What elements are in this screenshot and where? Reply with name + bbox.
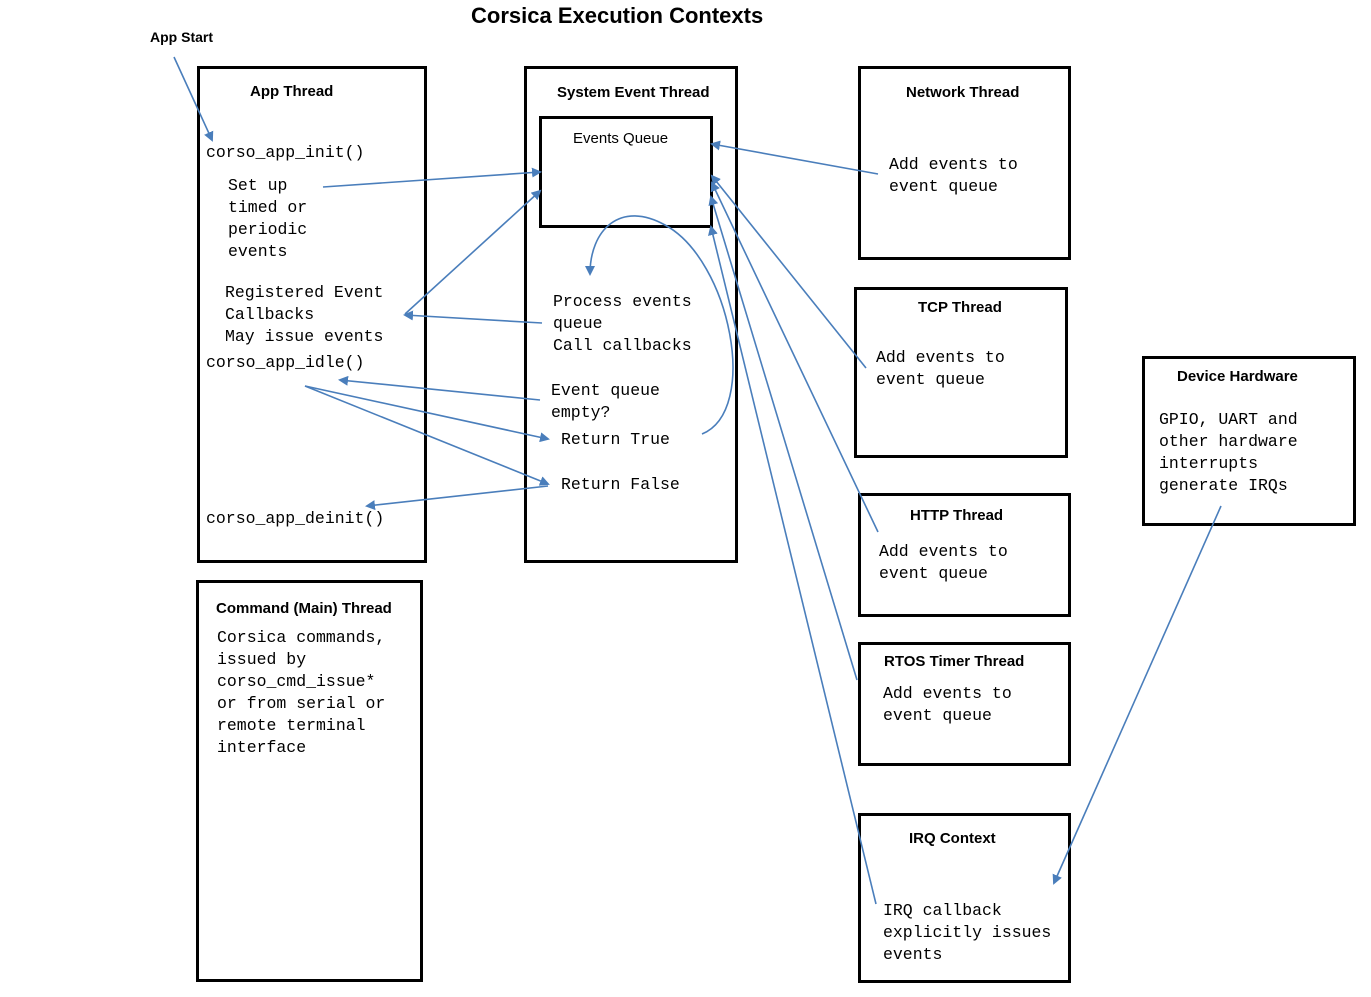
device-hardware-body: GPIO, UART and other hardware interrupts… — [1159, 410, 1298, 495]
tcp-thread-body: Add events to event queue — [876, 348, 1005, 389]
app-idle-call: corso_app_idle() — [206, 353, 365, 372]
command-thread-box — [196, 580, 423, 982]
tcp-thread-title: TCP Thread — [918, 299, 1002, 316]
http-thread-body: Add events to event queue — [879, 542, 1008, 583]
network-thread-title: Network Thread — [906, 84, 1020, 101]
diagram-title: Corsica Execution Contexts — [471, 3, 764, 28]
irq-context-title: IRQ Context — [909, 830, 996, 847]
device-hardware-title: Device Hardware — [1177, 368, 1298, 385]
app-deinit-call: corso_app_deinit() — [206, 509, 385, 528]
system-event-thread-title: System Event Thread — [557, 84, 710, 101]
network-thread-body: Add events to event queue — [889, 155, 1018, 196]
process-events-text: Process events queue Call callbacks — [553, 292, 692, 355]
device-hardware-box — [1142, 356, 1356, 526]
events-queue-title: Events Queue — [573, 130, 669, 147]
irq-context-body: IRQ callback explicitly issues events — [883, 901, 1052, 964]
app-setup-events: Set up timed or periodic events — [228, 176, 308, 261]
return-false-text: Return False — [561, 475, 680, 494]
command-thread-body: Corsica commands, issued by corso_cmd_is… — [217, 628, 386, 757]
rtos-timer-thread-title: RTOS Timer Thread — [884, 653, 1025, 670]
app-init-call: corso_app_init() — [206, 143, 365, 162]
command-thread-title: Command (Main) Thread — [216, 600, 392, 617]
app-start-label: App Start — [150, 29, 213, 45]
http-thread-title: HTTP Thread — [910, 507, 1004, 524]
return-true-text: Return True — [561, 430, 670, 449]
rtos-timer-thread-body: Add events to event queue — [883, 684, 1012, 725]
app-thread-title: App Thread — [250, 83, 334, 100]
app-registered-callbacks: Registered Event Callbacks May issue eve… — [225, 283, 384, 346]
event-queue-empty-text: Event queue empty? — [551, 381, 660, 422]
arrow-hardware-to-irq — [1052, 505, 1222, 885]
